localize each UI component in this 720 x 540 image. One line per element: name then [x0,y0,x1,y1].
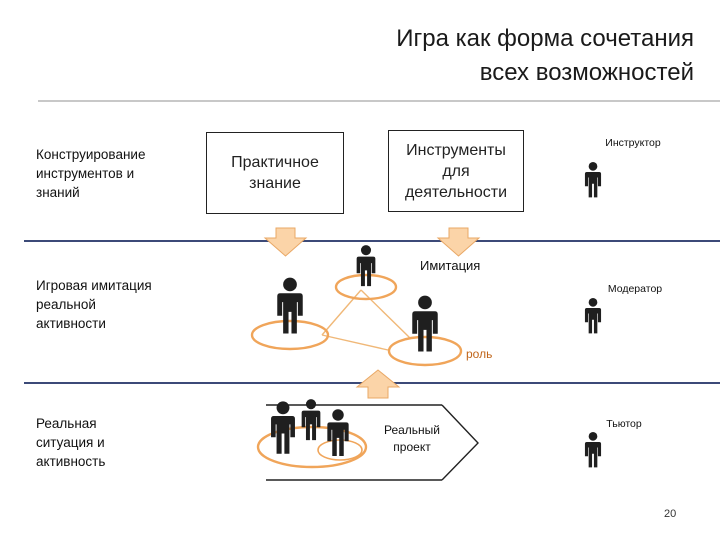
practical-knowledge-text: Практичное знание [231,154,319,192]
role-ellipse-right [387,335,463,367]
row-label-real: Реальная ситуация и активность [36,416,106,469]
arrow-down-left [263,227,308,257]
instructor-person-icon [584,162,602,198]
person-icon [327,409,349,456]
person-icon [412,295,438,352]
team-ellipse [256,425,368,469]
role-label: роль [466,347,493,361]
page-number: 20 [664,508,677,520]
tools-box: Инструменты для деятельности [388,130,524,212]
project-label: Реальный проект [383,423,441,454]
moderator-person-icon [584,298,602,334]
title-divider [38,100,720,102]
arrow-down-right [436,227,481,257]
practical-knowledge-box: Практичное знание [206,132,344,214]
tools-text: Инструменты для деятельности [404,141,508,201]
moderator-label: Модератор [607,283,663,295]
person-icon [277,277,303,334]
person-icon [356,245,376,287]
tutor-label: Тьютор [606,418,642,430]
role-ellipse-top [334,273,398,301]
section-divider-top [24,240,720,242]
imitation-label: Имитация [420,258,481,273]
slide-title: Игра как форма сочетания всех возможност… [396,25,694,86]
person-icon [271,401,295,454]
role-ellipse-left [250,319,330,351]
instructor-label: Инструктор [605,137,661,149]
tutor-person-icon [584,432,602,468]
project-shape [266,404,479,481]
row-label-construction: Конструирование инструментов и знаний [36,147,146,200]
arrow-up-center [355,369,401,399]
row-label-imitation: Игровая имитация реальной активности [36,278,152,331]
